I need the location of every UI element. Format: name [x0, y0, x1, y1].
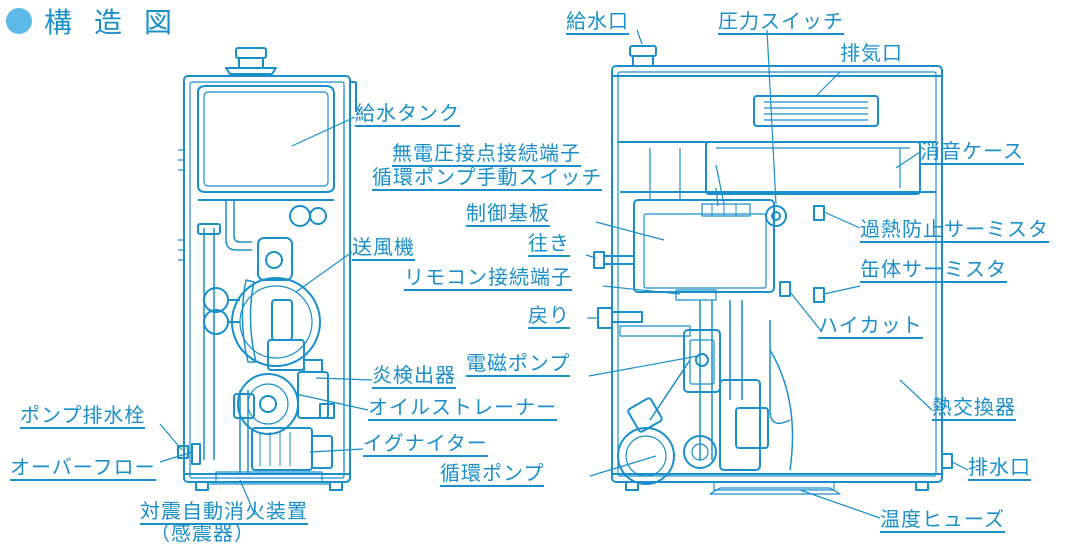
title-text: 構造図 [44, 6, 195, 39]
label-muffler-case: 消音ケース [920, 139, 1024, 165]
label-remote-terminal: リモコン接続端子 [404, 265, 572, 291]
label-heat-exchanger: 熱交換器 [932, 395, 1016, 421]
label-temperature-fuse: 温度ヒューズ [880, 507, 1005, 533]
leader-lines [159, 29, 969, 519]
page-title: 構造図 [6, 6, 194, 39]
left-unit-drawing [177, 47, 357, 491]
label-blower: 送風機 [352, 235, 415, 261]
label-circulation-pump: 循環ポンプ [440, 461, 545, 487]
label-seismic-extinguisher: 対震自動消火装置 [140, 499, 308, 525]
label-pressure-switch: 圧力スイッチ [718, 9, 844, 35]
label-circulation-pump-manual-switch: 循環ポンプ手動スイッチ [372, 165, 603, 191]
label-oil-strainer: オイルストレーナー [368, 395, 557, 421]
label-pump-drain-plug: ポンプ排水栓 [20, 403, 146, 429]
label-solenoid-pump: 電磁ポンプ [466, 351, 571, 377]
label-body-thermistor: 缶体サーミスタ [860, 257, 1007, 283]
label-dry-contact-terminal: 無電圧接点接続端子 [392, 141, 581, 167]
label-seismic-sensor: （感震器） [150, 521, 255, 545]
label-flame-detector: 炎検出器 [372, 363, 456, 389]
label-overheat-thermistor: 過熱防止サーミスタ [860, 217, 1049, 243]
label-return: 戻り [528, 303, 570, 329]
label-igniter: イグナイター [363, 431, 488, 457]
title-bullet-icon [6, 8, 32, 34]
label-control-board: 制御基板 [466, 201, 550, 227]
label-high-cut: ハイカット [818, 313, 923, 339]
label-drain-port: 排水口 [968, 455, 1031, 481]
label-water-inlet: 給水口 [566, 9, 629, 35]
right-unit-drawing [593, 45, 953, 495]
label-outgoing: 往き [528, 231, 570, 257]
label-exhaust-port: 排気口 [840, 41, 903, 67]
label-water-tank: 給水タンク [355, 101, 460, 127]
label-overflow: オーバーフロー [10, 455, 156, 481]
